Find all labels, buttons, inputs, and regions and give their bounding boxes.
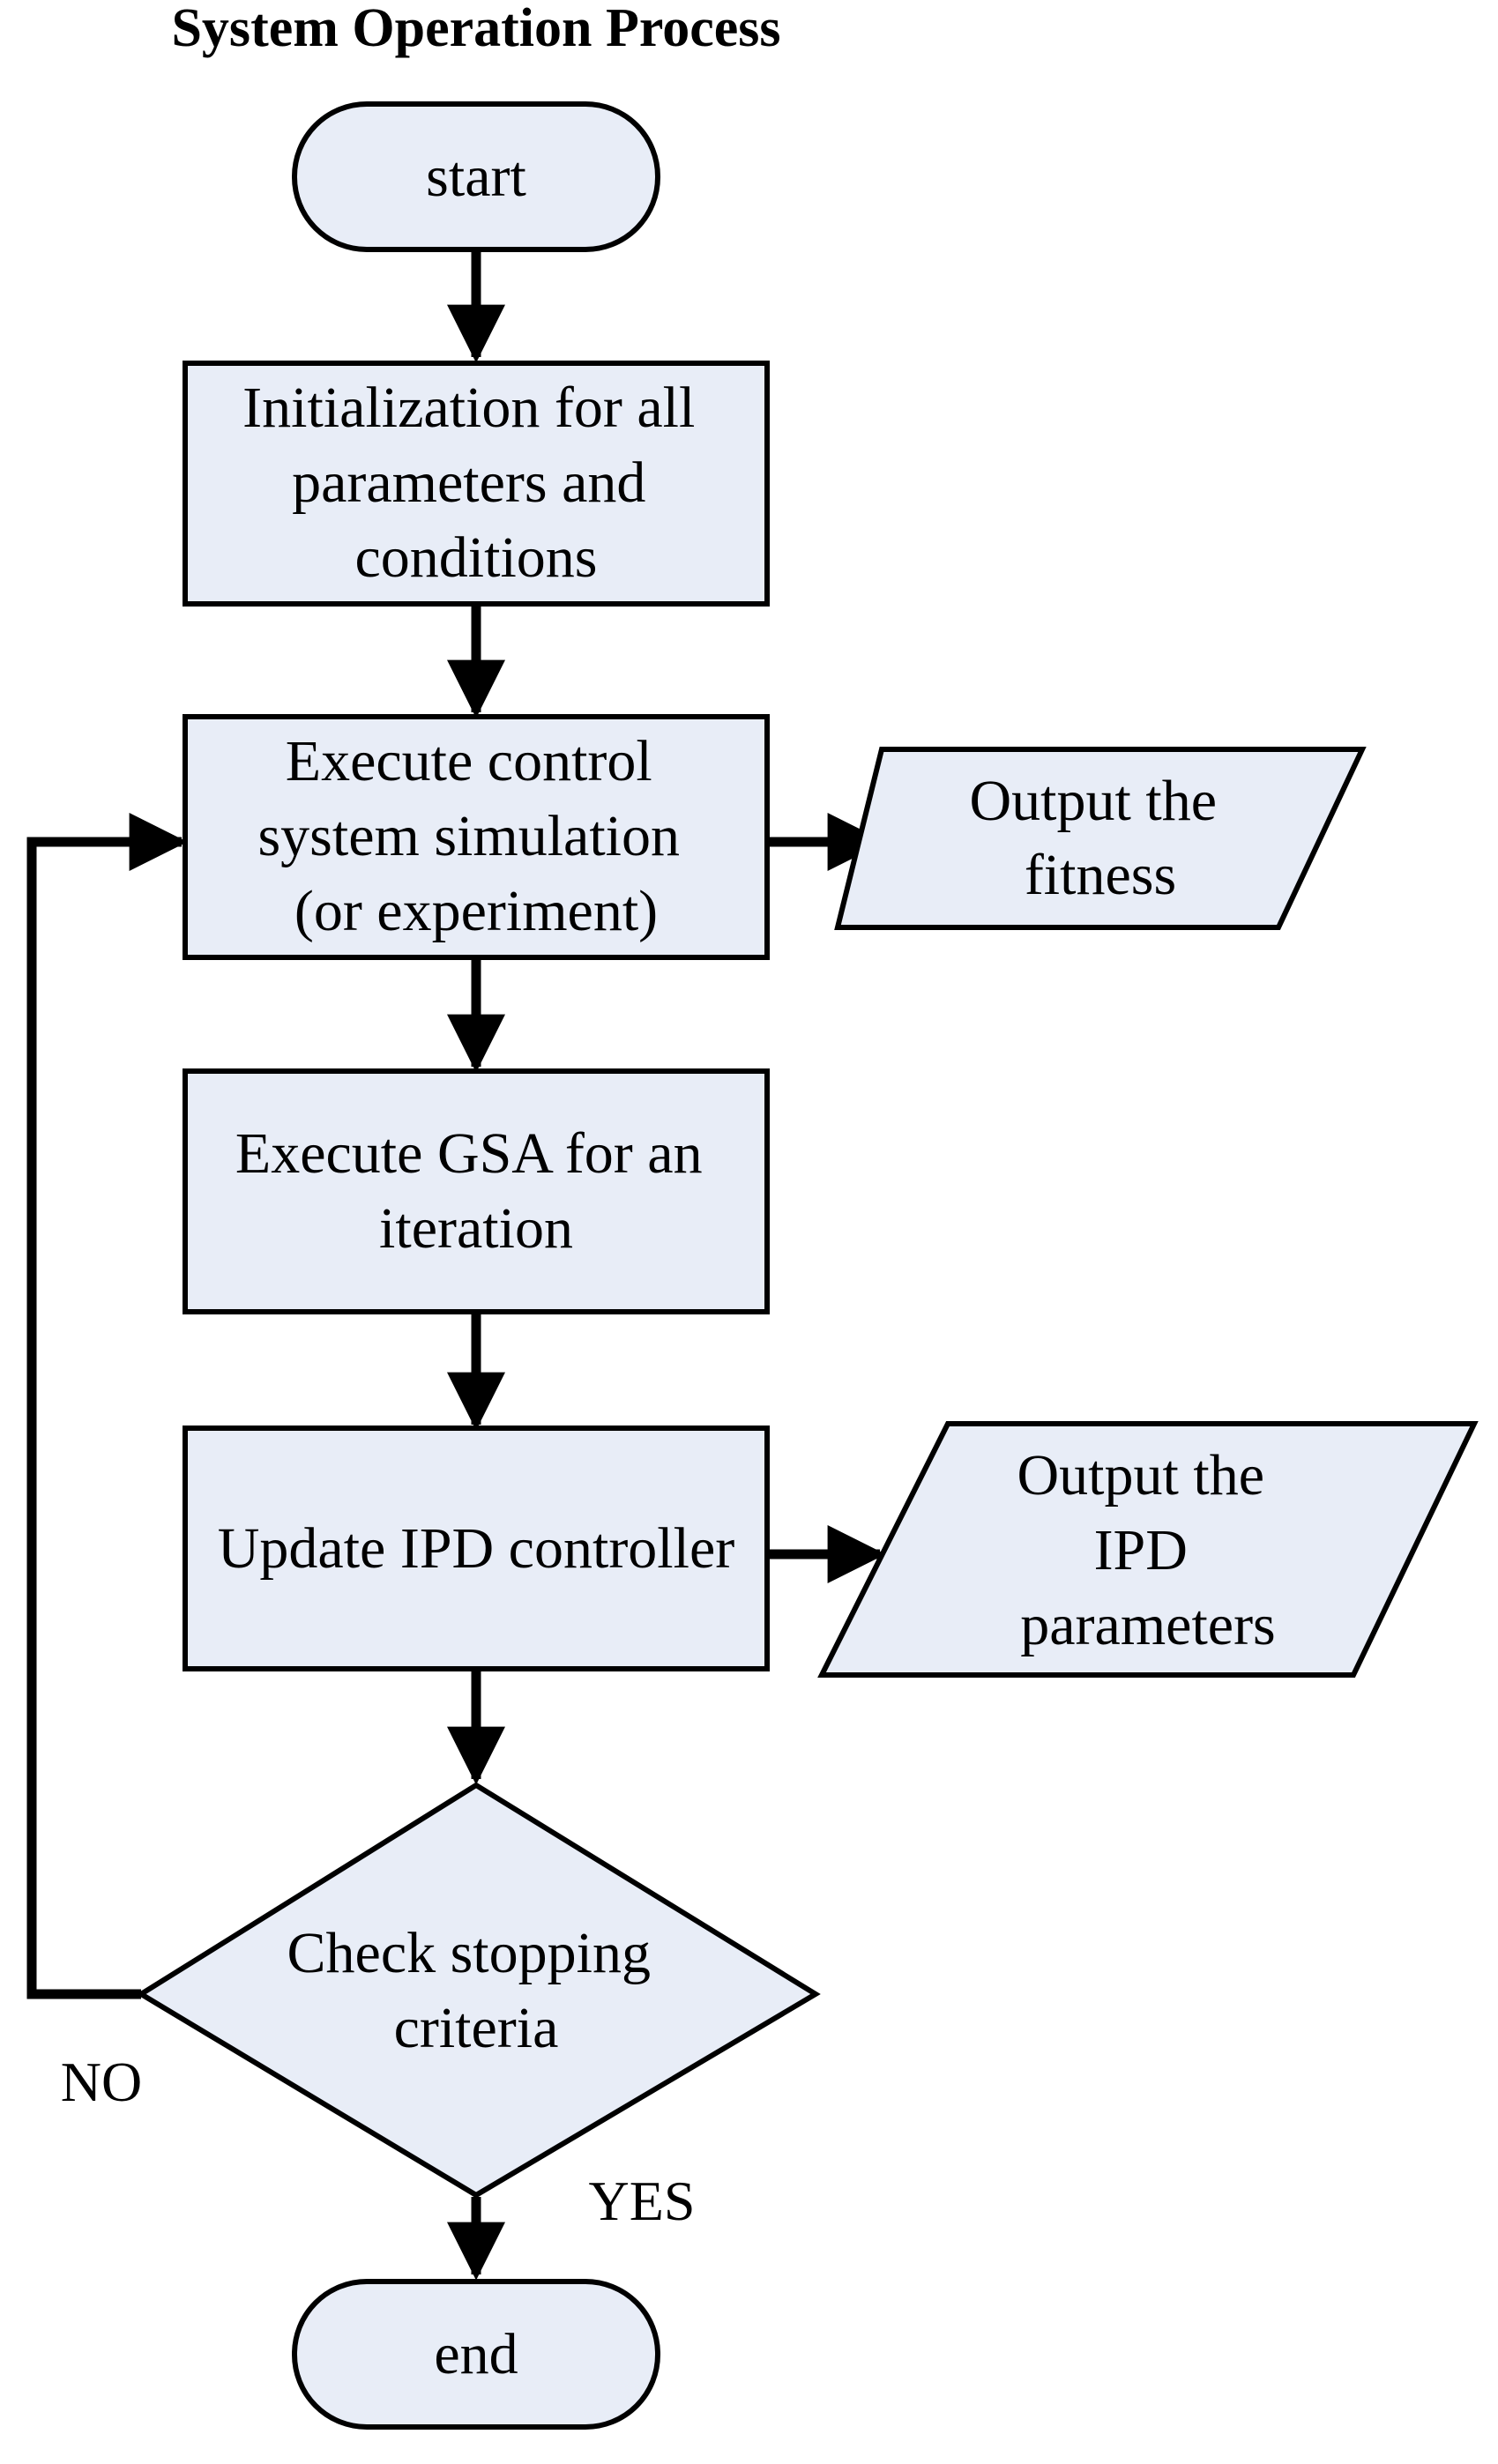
branch-label-no: NO — [61, 2051, 142, 2113]
node-init: Initialization for all parameters and co… — [183, 361, 770, 607]
update-ipd-process-shape — [183, 1426, 770, 1671]
node-simulate: Execute control system simulation (or ex… — [183, 714, 770, 960]
start-terminal-shape — [292, 101, 660, 252]
output-ipd-label-line-1: Output the — [1017, 1443, 1264, 1507]
init-label-line-3: conditions — [355, 525, 598, 590]
simulate-label-line-1: Execute control — [286, 729, 652, 793]
check-decision-shape — [136, 1782, 821, 2199]
end-label: end — [434, 2322, 518, 2386]
svg-text:start: start — [426, 145, 526, 209]
output-ipd-label-line-2: IPD — [1094, 1518, 1188, 1582]
gsa-label-line-1: Execute GSA for an — [235, 1121, 703, 1186]
output-fitness-data-shape — [834, 747, 1367, 930]
node-output-fitness: Output the fitness — [834, 747, 1367, 930]
simulate-label-line-3: (or experiment) — [294, 879, 658, 943]
simulate-label-line-2: system simulation — [258, 804, 681, 868]
output-fitness-label-line-1: Output the — [970, 769, 1217, 833]
gsa-label-line-2: iteration — [379, 1196, 573, 1261]
init-label-line-2: parameters and — [292, 450, 645, 515]
nodes: start Initialization for all parameters … — [136, 101, 1479, 2430]
init-label-line-1: Initialization for all — [242, 376, 695, 440]
init-process-shape — [183, 361, 770, 607]
node-update-ipd: Update IPD controller — [183, 1426, 770, 1671]
output-ipd-data-shape — [817, 1421, 1479, 1678]
svg-text:Execute GSA for an ite: Execute GSA for an iteration — [235, 1121, 717, 1261]
node-output-ipd: Output the IPD parameters — [817, 1421, 1479, 1678]
node-check: Check stopping criteria — [136, 1782, 821, 2199]
svg-text:Update IPD controller: Update IPD controller — [218, 1516, 735, 1581]
svg-text:Check stopping criteri: Check stopping criteria — [287, 1921, 666, 2060]
node-gsa: Execute GSA for an iteration — [183, 1068, 770, 1314]
gsa-process-shape — [183, 1068, 770, 1314]
edge-check-no-loop-to-simulate — [26, 813, 188, 1999]
svg-text:Output the IPD: Output the IPD parameters — [1017, 1443, 1279, 1657]
simulate-process-shape — [183, 714, 770, 960]
start-label: start — [426, 145, 526, 209]
output-fitness-label-line-2: fitness — [1025, 843, 1176, 907]
end-terminal-shape — [292, 2279, 660, 2430]
edges — [26, 249, 886, 2281]
diagram-title: System Operation Process — [171, 0, 780, 58]
branch-label-yes: YES — [589, 2170, 696, 2232]
update-ipd-label: Update IPD controller — [218, 1516, 735, 1581]
svg-text:Initialization for all: Initialization for all parameters and co… — [242, 376, 710, 590]
svg-text:Output the fitness: Output the fitness — [970, 769, 1232, 907]
svg-text:Execute control system: Execute control system simulation (or ex… — [258, 729, 695, 943]
output-ipd-label-line-3: parameters — [1020, 1593, 1276, 1657]
node-end: end — [292, 2279, 660, 2430]
check-label-line-2: criteria — [394, 1996, 559, 2060]
node-start: start — [292, 101, 660, 252]
svg-text:end: end — [434, 2322, 518, 2386]
check-label-line-1: Check stopping — [287, 1921, 651, 1985]
